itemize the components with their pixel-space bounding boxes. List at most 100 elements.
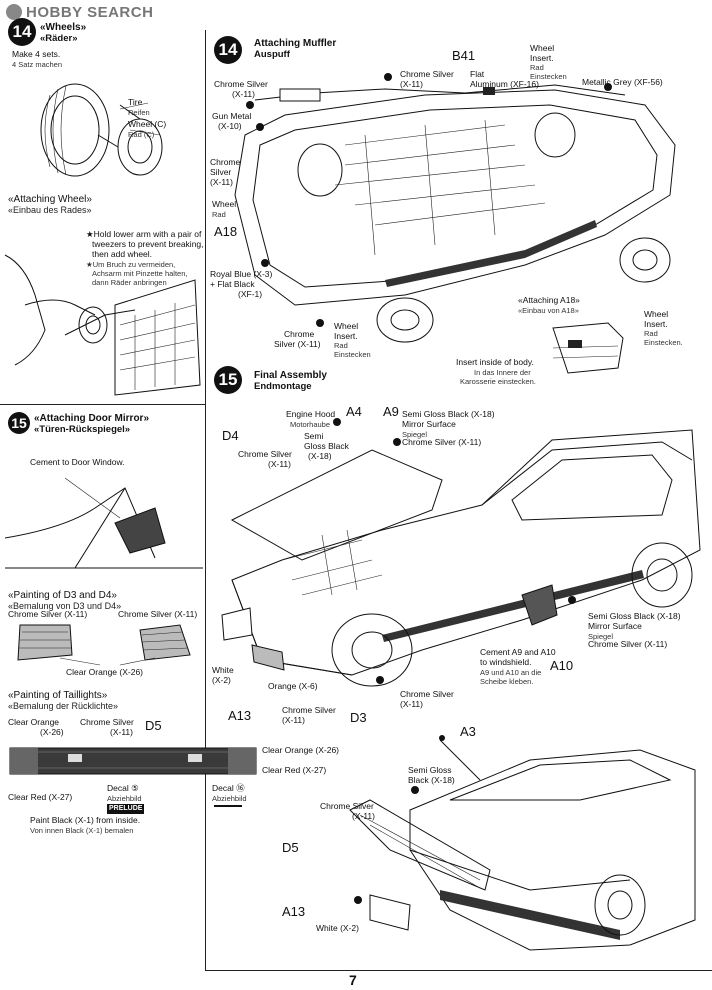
part-d5: D5 [282,840,299,855]
final-assembly-de: Endmontage [254,381,312,392]
wheel-3d: Einstecken. [644,338,683,347]
wheel-c-label-de: Rad (C) [128,130,155,139]
final-spiegel-1: Spiegel [402,430,428,439]
wheels-title-en: «Wheels» [40,22,87,33]
attaching-wheel-illustration [4,254,201,396]
muffler-title-en: Attaching Muffler [254,38,337,49]
final-semi: Semi [304,431,324,441]
insert-inside-body: Insert inside of body. [456,357,534,367]
wheel-insert-top-de: Rad [530,63,544,72]
d3-d4-parts [17,624,191,666]
note-line-4: ★Um Bruch zu vermeiden, [86,260,176,269]
column-divider [205,30,206,970]
final-cs-4: Chrome Silver [400,689,454,699]
muffler-chrome-3: Chrome [210,157,241,167]
step-15-badge: 15 [8,412,30,434]
muffler-chrome-3b: Silver [210,167,232,177]
final-assembly-title: Final Assembly Endmontage [254,370,327,392]
flat-black: + Flat Black [210,279,255,289]
final-cs-3-code: (X-11) [282,715,305,725]
d3d4-chrome-right: Chrome Silver (X-11) [118,609,198,619]
tail-d5-label: D5 [145,718,162,733]
final-gloss-black: Gloss Black [304,441,349,451]
door-mirror-title: «Attaching Door Mirror» «Türen-Rückspieg… [34,413,149,435]
final-gloss-black-code: (X-18) [308,451,332,461]
wheels-title-de: «Räder» [40,33,78,44]
d3d4-clear-orange: Clear Orange (X-26) [66,667,144,677]
car-rear-illustration [349,735,696,951]
door-mirror-de: «Türen-Rückspiegel» [34,424,131,435]
wheel-3c: Rad [644,329,658,338]
final-white-code: (X-2) [212,675,231,685]
make-sets: Make 4 sets. [12,49,61,59]
wheel-insert-top-2: Insert. [530,53,554,63]
final-cement-de-2: Scheibe kleben. [480,677,534,686]
final-cs-4-code: (X-11) [400,699,423,709]
tail-clear-red-right: Clear Red (X-27) [262,765,327,775]
gun-metal-code: (X-10) [218,121,242,131]
muffler-chrome-silver-2-code: (X-11) [400,79,423,89]
part-a10: A10 [550,658,574,673]
painting-d3-d4-en: «Painting of D3 and D4» [8,590,117,601]
painting-d3-d4-title: «Painting of D3 and D4» «Bemalung von D3… [8,590,121,611]
attaching-wheel-de: «Einbau des Rades» [8,205,92,215]
muffler-chrome-4: Chrome [284,329,315,339]
note-line-1: ★Hold lower arm with a pair of [86,229,202,239]
tail-clear-orange: Clear Orange [8,717,60,727]
part-d4: D4 [222,428,239,443]
step-15-final-badge: 15 [214,366,242,394]
door-mirror-en: «Attaching Door Mirror» [34,413,150,424]
final-semi-gloss: Semi Gloss [408,765,452,775]
final-cs-3: Chrome Silver [282,705,336,715]
part-a3: A3 [460,724,476,739]
final-assembly-en: Final Assembly [254,370,327,381]
page-number: 7 [349,972,357,988]
final-spiegel-2: Spiegel [588,632,614,641]
muffler-chrome-silver-1: Chrome Silver [214,79,268,89]
painting-taillights-de: «Bemalung der Rücklichte» [8,701,119,711]
wheel-rad-label: Wheel [212,199,237,209]
part-a4: A4 [346,404,362,419]
final-cement-1: Cement A9 and A10 [480,647,556,657]
wheel-3b: Insert. [644,319,668,329]
a18-detail-illustration [552,322,624,374]
final-white-x2: White (X-2) [316,923,359,933]
painting-d3-d4-de: «Bemalung von D3 und D4» [8,601,122,611]
final-cement-2: to windshield. [480,657,532,667]
engine-hood-label: Engine Hood [286,409,336,419]
final-cs-2: Chrome Silver (X-11) [588,639,668,649]
note-line-3: then add wheel. [92,249,153,259]
taillight-bar [9,747,257,775]
watermark: HOBBY SEARCH [6,4,153,21]
tail-chrome-silver-code: (X-11) [110,727,133,737]
part-b41: B41 [452,48,476,63]
wheel-2: Wheel [334,321,359,331]
wheel-2c: Rad [334,341,348,350]
metallic-grey: Metallic Grey (XF-56) [582,77,663,87]
final-cs-5-code: (X-11) [352,811,375,821]
decal-16-mark [214,805,242,807]
part-a13: A13 [228,708,252,723]
final-black-x18: Black (X-18) [408,775,455,785]
wheel-insert-top: Wheel [530,43,555,53]
tire-label-de: Reifen [128,108,150,117]
engine-hood-label-de: Motorhaube [290,420,331,429]
paint-black-inside: Paint Black (X-1) from inside. [30,815,141,825]
painting-taillights-title: «Painting of Taillights» «Bemalung der R… [8,690,118,711]
wheel-c-label: Wheel (C) [128,119,167,129]
flat-black-code: (XF-1) [238,289,263,299]
muffler-chrome-3-code: (X-11) [210,177,233,187]
final-cs-x11: Chrome Silver (X-11) [402,437,482,447]
final-mirror-surface-1: Mirror Surface [402,419,456,429]
wheels-title: «Wheels» «Räder» [40,22,86,44]
painting-taillights-en: «Painting of Taillights» [8,690,108,701]
wheel-insert-top-de-2: Einstecken [530,72,567,81]
tail-clear-red-left: Clear Red (X-27) [8,792,73,802]
muffler-chrome-silver-2: Chrome Silver [400,69,454,79]
bottom-rule [205,970,712,971]
tire-label: Tire [128,97,143,107]
tail-clear-orange-code: (X-26) [40,727,64,737]
section-divider [0,404,205,405]
part-a18: A18 [214,224,238,239]
tire-wheel-illustration [40,83,163,177]
